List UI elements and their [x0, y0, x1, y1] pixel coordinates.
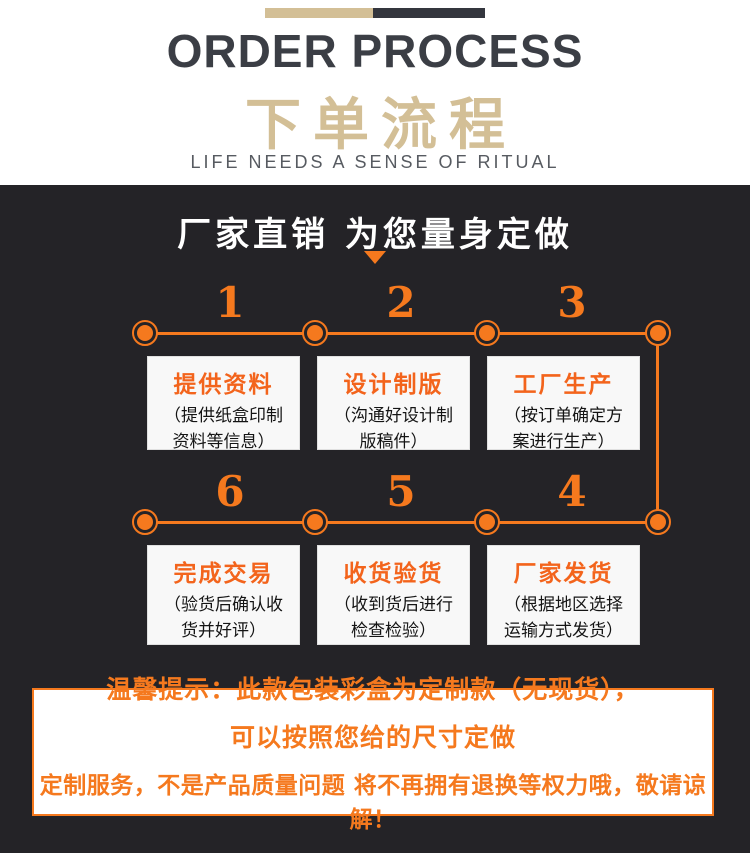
- step-card-design-plate: 设计制版 （沟通好设计制 版稿件）: [317, 356, 470, 452]
- flow-dot: [645, 320, 671, 346]
- step-card-title: 收货验货: [343, 560, 444, 587]
- step-card-desc: （收到货后进行 检查检验）: [317, 593, 470, 644]
- step-card-desc-line1: （沟通好设计制: [334, 406, 453, 426]
- accent-bar-dark-segment: [373, 8, 485, 18]
- step-card-desc-line2: 运输方式发货）: [504, 620, 623, 641]
- step-number-4: 4: [557, 467, 587, 516]
- title-chinese: 下单流程: [245, 92, 517, 158]
- step-card-provide-info: 提供资料 （提供纸盒印制 资料等信息）: [147, 356, 300, 452]
- step-card-desc-line2: 货并好评）: [181, 620, 266, 641]
- notice-line-2: 可以按照您给的尺寸定做: [229, 723, 516, 752]
- step-card-title: 厂家发货: [513, 560, 614, 587]
- step-card-desc-line1: （提供纸盒印制: [164, 406, 283, 426]
- subtitle-tagline: LIFE NEEDS A SENSE OF RITUAL: [190, 152, 560, 172]
- step-card-desc-line2: 资料等信息）: [172, 431, 275, 452]
- flow-dot: [132, 509, 158, 535]
- step-number-1: 1: [215, 278, 245, 327]
- step-number-5: 5: [386, 467, 416, 516]
- step-card-title: 工厂生产: [513, 371, 614, 398]
- step-card-title: 提供资料: [173, 371, 274, 398]
- step-card-desc-line1: （根据地区选择: [504, 595, 623, 615]
- notice-line-3: 定制服务，不是产品质量问题 将不再拥有退换等权力哦，敬请谅解！: [39, 772, 707, 833]
- step-card-title: 设计制版: [343, 371, 444, 398]
- top-accent-bar: [265, 8, 485, 18]
- step-card-title: 完成交易: [173, 560, 274, 587]
- notice-box: 温馨提示：此款包装彩盒为定制款（无现货）， 可以按照您给的尺寸定做 定制服务，不…: [32, 675, 714, 833]
- step-number-6: 6: [215, 467, 245, 516]
- step-card-complete-transaction: 完成交易 （验货后确认收 货并好评）: [147, 545, 300, 645]
- flow-line-row2: [145, 521, 658, 524]
- step-card-desc: （根据地区选择 运输方式发货）: [487, 593, 640, 644]
- step-card-factory-production: 工厂生产 （按订单确定方 案进行生产）: [487, 356, 640, 452]
- flow-dot: [302, 320, 328, 346]
- step-card-desc: （提供纸盒印制 资料等信息）: [147, 404, 300, 455]
- step-card-receive-inspect: 收货验货 （收到货后进行 检查检验）: [317, 545, 470, 645]
- step-card-desc-line2: 检查检验）: [351, 620, 436, 641]
- step-card-factory-shipping: 厂家发货 （根据地区选择 运输方式发货）: [487, 545, 640, 645]
- step-card-desc: （按订单确定方 案进行生产）: [487, 404, 640, 455]
- flow-dot: [645, 509, 671, 535]
- step-card-desc-line1: （收到货后进行: [334, 595, 453, 615]
- step-card-desc: （沟通好设计制 版稿件）: [317, 404, 470, 455]
- step-card-desc-line2: 案进行生产）: [512, 431, 615, 452]
- flow-dot: [474, 509, 500, 535]
- step-card-desc-line2: 版稿件）: [359, 431, 428, 452]
- down-triangle-icon: [364, 251, 386, 264]
- step-number-3: 3: [557, 278, 587, 327]
- step-card-desc-line1: （验货后确认收: [164, 595, 283, 615]
- flow-dot: [474, 320, 500, 346]
- flow-dot: [132, 320, 158, 346]
- notice-line-1: 温馨提示：此款包装彩盒为定制款（无现货），: [106, 675, 640, 704]
- flow-line-vertical: [656, 333, 659, 522]
- step-card-desc: （验货后确认收 货并好评）: [147, 593, 300, 644]
- step-number-2: 2: [386, 278, 416, 327]
- accent-bar-tan-segment: [265, 8, 373, 18]
- title-english: ORDER PROCESS: [166, 25, 584, 77]
- step-card-desc-line1: （按订单确定方: [504, 406, 623, 426]
- flow-dot: [302, 509, 328, 535]
- process-diagram-section: 厂家直销 为您量身定做 1 2 3 6 5 4 提供资料 （提供纸盒印制 资: [0, 185, 750, 853]
- flow-line-row1: [145, 332, 658, 335]
- section-heading: 厂家直销 为您量身定做: [177, 215, 573, 255]
